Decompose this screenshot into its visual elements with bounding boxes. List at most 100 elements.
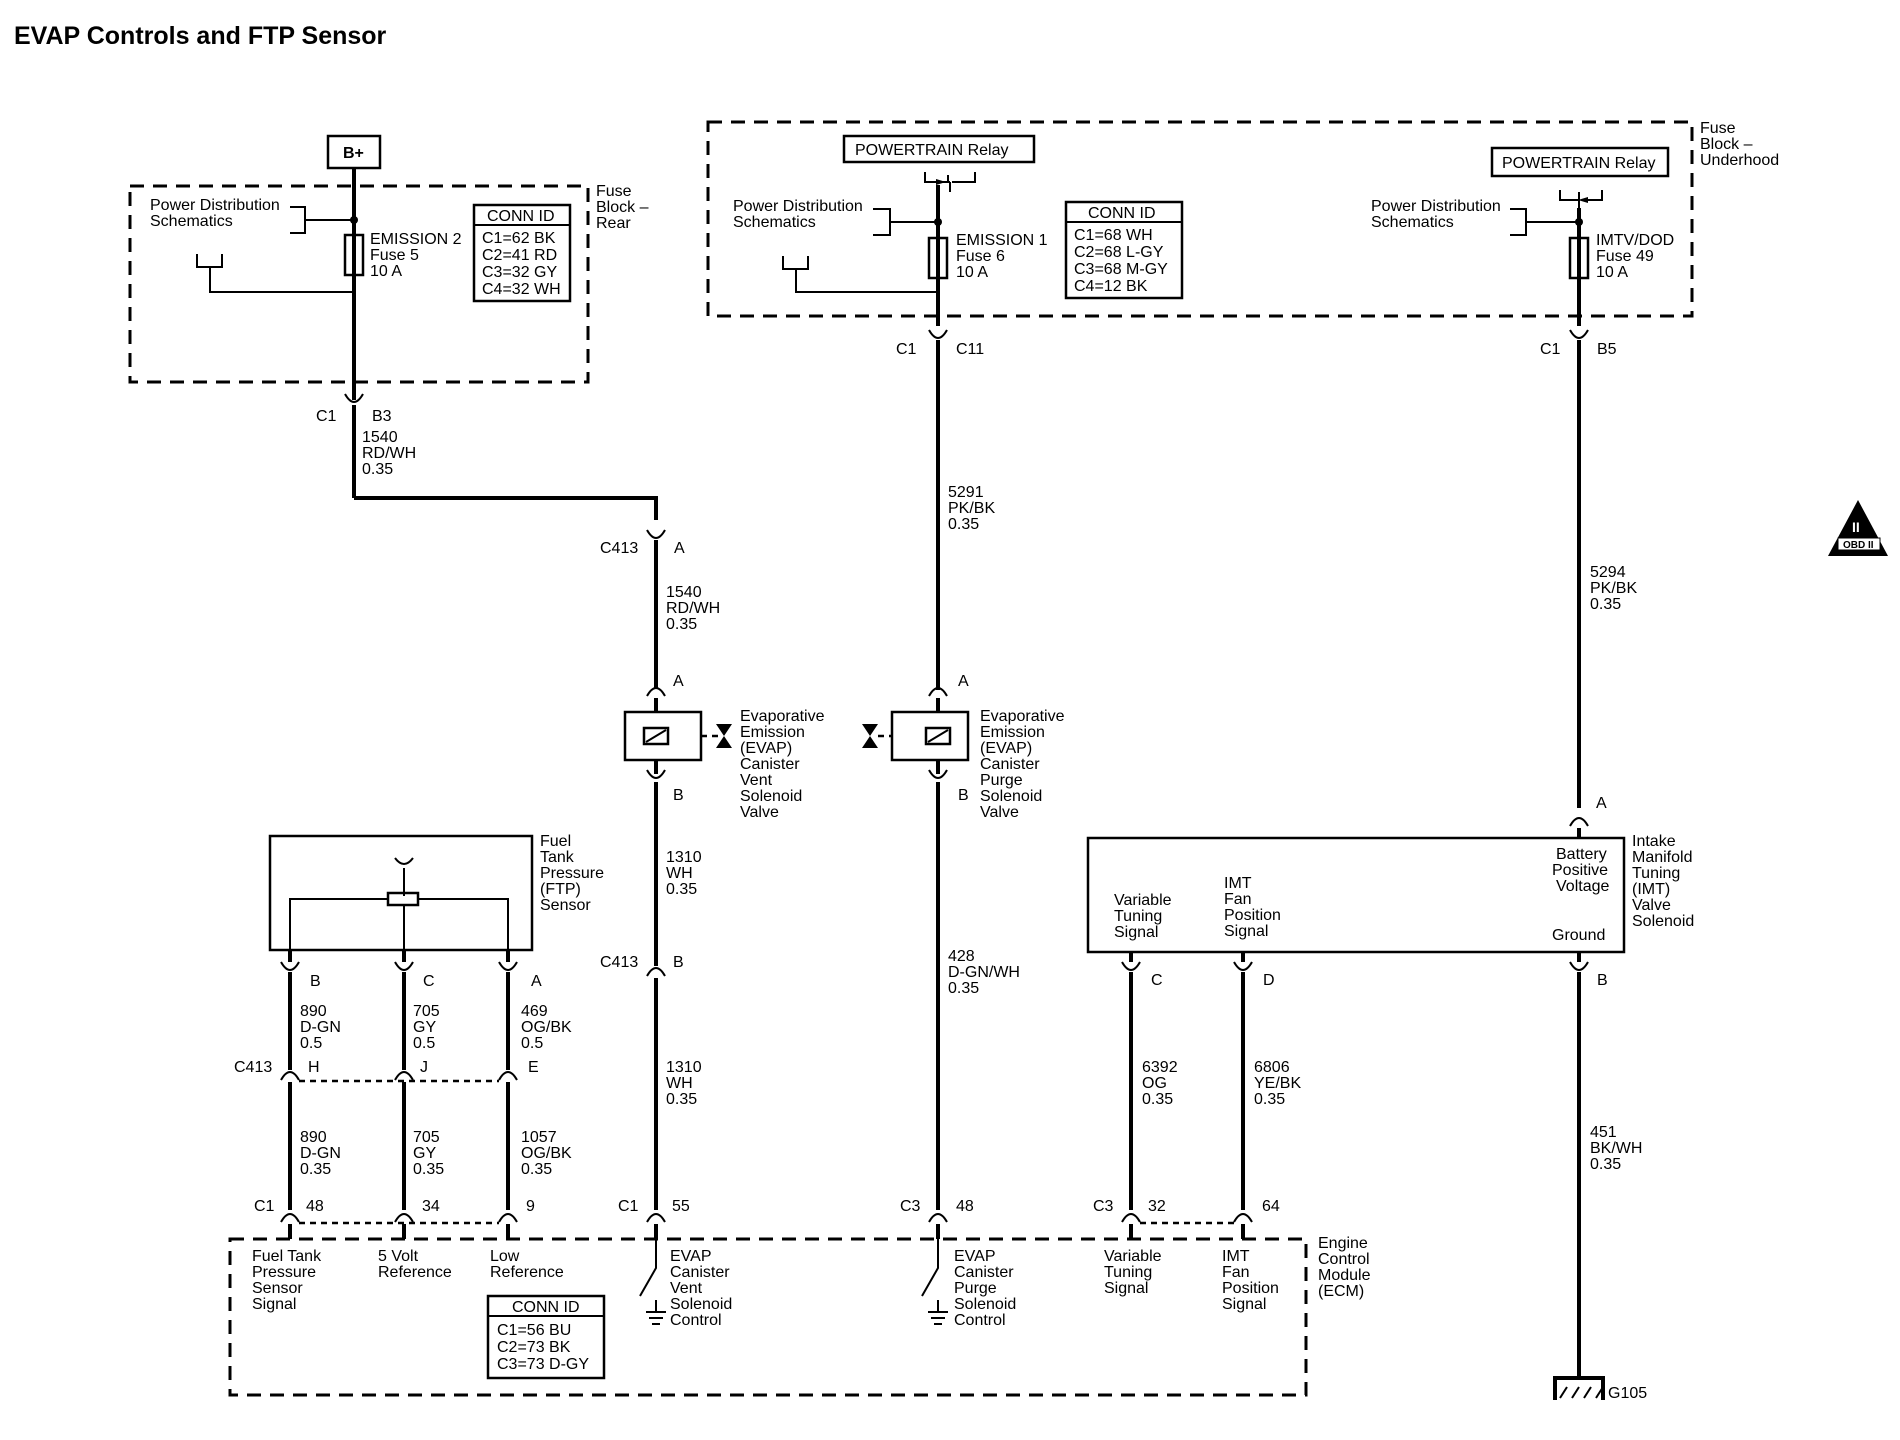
purge-pin-b: B bbox=[958, 787, 969, 804]
ecm-low-ref: Low Reference bbox=[490, 1248, 564, 1281]
conn-c413-pin-b: B bbox=[673, 954, 684, 971]
relay-1-label: POWERTRAIN Relay bbox=[855, 142, 1009, 159]
ftp-pin-a: A bbox=[531, 973, 542, 990]
ecm-vent-ctrl: EVAP Canister Vent Solenoid Control bbox=[670, 1248, 737, 1329]
wire-6392-label: 6392 OG 0.35 bbox=[1142, 1059, 1182, 1108]
fuse-emission1: EMISSION 1 Fuse 6 10 A bbox=[956, 232, 1052, 281]
pin-34: 34 bbox=[422, 1198, 440, 1215]
obd-text: OBD II bbox=[1843, 540, 1874, 551]
wire-451-label: 451 BK/WH 0.35 bbox=[1590, 1124, 1647, 1173]
ftp-sensor: Fuel Tank Pressure (FTP) Sensor bbox=[268, 833, 608, 952]
pin-55: 55 bbox=[672, 1198, 690, 1215]
conn-c413-a-label: C413 bbox=[600, 540, 638, 557]
power-dist-rear: Power Distribution Schematics bbox=[150, 197, 284, 230]
pin-32: 32 bbox=[1148, 1198, 1166, 1215]
wire-705-label-a: 705 GY 0.5 bbox=[413, 1003, 444, 1052]
b-plus-label: B+ bbox=[343, 145, 364, 162]
conn-uh-c11: C11 bbox=[956, 341, 984, 358]
conn-uh-c1b: C1 bbox=[1540, 341, 1561, 358]
imt-pin-b: B bbox=[1597, 972, 1608, 989]
obd-numeral: II bbox=[1852, 519, 1860, 535]
relay-2-label: POWERTRAIN Relay bbox=[1502, 155, 1656, 172]
ecm-purge-ctrl: EVAP Canister Purge Solenoid Control bbox=[954, 1248, 1021, 1329]
wire-1310: 1310 WH 0.35 C413 B 1310 WH 0.35 bbox=[600, 782, 706, 1210]
purge-pin-a: A bbox=[958, 673, 969, 690]
wire-428: 428 D-GN/WH 0.35 bbox=[936, 782, 1024, 1210]
wire-705-label-b: 705 GY 0.35 bbox=[413, 1129, 444, 1178]
wire-469-label: 469 OG/BK 0.5 bbox=[521, 1003, 576, 1052]
ftp-sensor-label: Fuel Tank Pressure (FTP) Sensor bbox=[540, 833, 608, 914]
imt-pin-c: C bbox=[1151, 972, 1163, 989]
wire-428-label: 428 D-GN/WH 0.35 bbox=[948, 948, 1024, 997]
ecm-c3b-label: C3 bbox=[1093, 1198, 1114, 1215]
wire-890-label-b: 890 D-GN 0.35 bbox=[300, 1129, 345, 1178]
conn-id-rear-list: C1=62 BK C2=41 RD C3=32 GY C4=32 WH bbox=[482, 230, 562, 298]
fuse-block-rear: Fuse Block – Rear B+ Power Distribution … bbox=[128, 134, 653, 400]
fuse-block-underhood-label: Fuse Block – Underhood bbox=[1700, 120, 1779, 169]
pin-48b: 48 bbox=[956, 1198, 974, 1215]
wire-890-label-a: 890 D-GN 0.5 bbox=[300, 1003, 345, 1052]
ground-g105: G105 bbox=[1553, 1376, 1647, 1402]
ecm-5v-ref: 5 Volt Reference bbox=[378, 1248, 452, 1281]
imt-fan-label: IMT Fan Position Signal bbox=[1224, 875, 1285, 940]
fuse-block-rear-label: Fuse Block – Rear bbox=[596, 183, 653, 232]
pin-e: E bbox=[528, 1059, 539, 1076]
pin-j: J bbox=[420, 1059, 428, 1076]
ecm-c1-label: C1 bbox=[254, 1198, 275, 1215]
ecm: Engine Control Module (ECM) C1 48 34 9 C… bbox=[228, 1198, 1375, 1397]
fuse-block-underhood: Fuse Block – Underhood POWERTRAIN Relay … bbox=[706, 120, 1779, 326]
conn-rear-c1: C1 bbox=[316, 408, 337, 425]
imt-pin-a: A bbox=[1596, 795, 1607, 812]
wire-5291-label: 5291 PK/BK 0.35 bbox=[948, 484, 1000, 533]
imt-pin-d: D bbox=[1263, 972, 1275, 989]
pin-h: H bbox=[308, 1059, 320, 1076]
imt-solenoid-label: Intake Manifold Tuning (IMT) Valve Solen… bbox=[1632, 833, 1697, 930]
wire-1540: C1 B3 1540 RD/WH 0.35 C413 A 1540 RD/WH … bbox=[316, 393, 725, 688]
wire-1540-label-a: 1540 RD/WH 0.35 bbox=[362, 429, 421, 478]
vent-valve-label: Evaporative Emission (EVAP) Canister Ven… bbox=[740, 708, 829, 821]
obd-ii-badge: II OBD II bbox=[1828, 500, 1888, 556]
ecm-imt-fan: IMT Fan Position Signal bbox=[1222, 1248, 1283, 1313]
imt-batt-label: Battery Positive Voltage bbox=[1552, 846, 1612, 895]
conn-id-uh-list: C1=68 WH C2=68 L-GY C3=68 M-GY C4=12 BK bbox=[1074, 227, 1172, 295]
evap-vent-valve: A B Evaporative Emission (EVAP) Canister… bbox=[623, 673, 829, 821]
imt-var-label: Variable Tuning Signal bbox=[1114, 892, 1176, 941]
pin-9: 9 bbox=[526, 1198, 535, 1215]
conn-id-ecm-list: C1=56 BU C2=73 BK C3=73 D-GY bbox=[497, 1322, 589, 1373]
ecm-c1b-label: C1 bbox=[618, 1198, 639, 1215]
wire-5291: C1 C11 5291 PK/BK 0.35 bbox=[896, 329, 1000, 690]
conn-uh-b5: B5 bbox=[1597, 341, 1617, 358]
wire-6806-label: 6806 YE/BK 0.35 bbox=[1254, 1059, 1306, 1108]
page-title: EVAP Controls and FTP Sensor bbox=[14, 22, 387, 50]
imt-ground-label: Ground bbox=[1552, 927, 1605, 944]
ftp-wires: B C A 890 D-GN 0.5 705 GY 0.5 469 OG/BK … bbox=[234, 950, 576, 1210]
wire-5294: C1 B5 5294 PK/BK 0.35 bbox=[1540, 329, 1642, 808]
ecm-var-tuning: Variable Tuning Signal bbox=[1104, 1248, 1166, 1297]
wire-1310-label-b: 1310 WH 0.35 bbox=[666, 1059, 706, 1108]
evap-purge-valve: A B Evaporative Emission (EVAP) Canister… bbox=[862, 673, 1069, 821]
conn-id-ecm-title: CONN ID bbox=[512, 1299, 580, 1316]
ecm-label: Engine Control Module (ECM) bbox=[1318, 1235, 1375, 1300]
fuse-imtv-dod: IMTV/DOD Fuse 49 10 A bbox=[1596, 232, 1679, 281]
vent-pin-b: B bbox=[673, 787, 684, 804]
conn-rear-b3: B3 bbox=[372, 408, 392, 425]
power-dist-uh2: Power Distribution Schematics bbox=[1371, 198, 1505, 231]
purge-valve-label: Evaporative Emission (EVAP) Canister Pur… bbox=[980, 708, 1069, 821]
conn-id-uh-title: CONN ID bbox=[1088, 205, 1156, 222]
ecm-ftp-signal: Fuel Tank Pressure Sensor Signal bbox=[252, 1248, 326, 1313]
vent-pin-a: A bbox=[673, 673, 684, 690]
wire-5294-label: 5294 PK/BK 0.35 bbox=[1590, 564, 1642, 613]
wire-1057-label: 1057 OG/BK 0.35 bbox=[521, 1129, 576, 1178]
ground-label: G105 bbox=[1608, 1385, 1647, 1402]
conn-c413-h-label: C413 bbox=[234, 1059, 272, 1076]
conn-c413-pin-a: A bbox=[674, 540, 685, 557]
conn-uh-c1a: C1 bbox=[896, 341, 917, 358]
wire-1540-label-b: 1540 RD/WH 0.35 bbox=[666, 584, 725, 633]
fuse-emission2: EMISSION 2 Fuse 5 10 A bbox=[370, 231, 466, 280]
ecm-c3-label: C3 bbox=[900, 1198, 921, 1215]
power-dist-uh1: Power Distribution Schematics bbox=[733, 198, 867, 231]
ftp-pin-c: C bbox=[423, 973, 435, 990]
pin-64: 64 bbox=[1262, 1198, 1280, 1215]
wire-1310-label-a: 1310 WH 0.35 bbox=[666, 849, 706, 898]
